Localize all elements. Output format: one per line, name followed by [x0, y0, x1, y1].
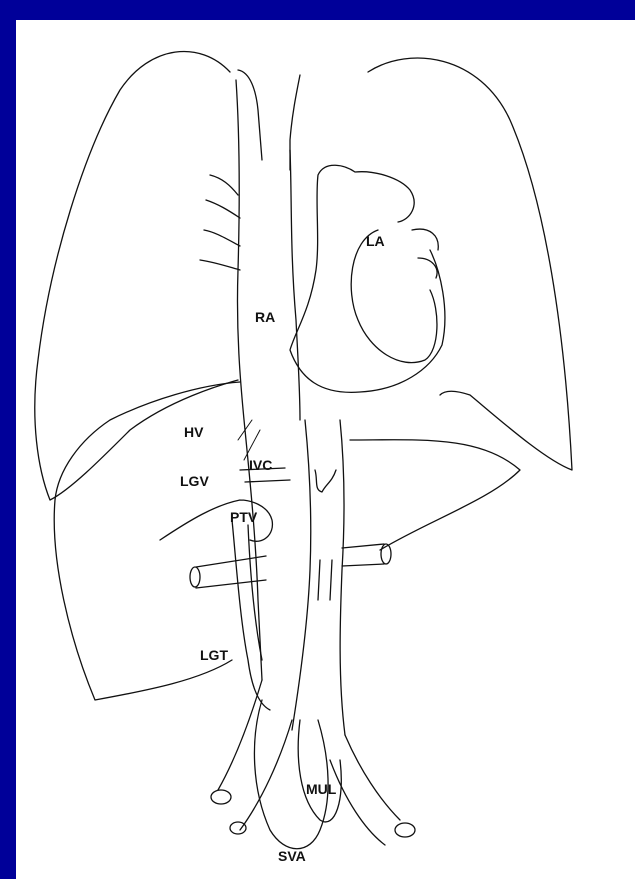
la-pulmonary-veins: [412, 229, 438, 278]
celiac-branch: [315, 470, 336, 492]
label-hv: HV: [184, 424, 204, 440]
label-lgt: LGT: [200, 647, 228, 663]
iliac-stump-mid: [230, 822, 246, 834]
la-inner-loop: [351, 230, 437, 363]
hepatic-vein: [238, 420, 260, 460]
anatomy-diagram: RA LA HV LGV IVC PTV LGT MUL SVA: [16, 20, 635, 879]
label-sva: SVA: [278, 848, 306, 864]
mesenteric-stub: [318, 560, 332, 600]
label-lgv: LGV: [180, 473, 209, 489]
aortic-arch: [290, 165, 445, 392]
label-ptv: PTV: [230, 509, 258, 525]
right-renal-stump: [190, 567, 200, 587]
ra-caval-inner: [290, 150, 300, 420]
right-bronchus: [200, 175, 240, 270]
liver-right-edge: [350, 440, 520, 550]
diagram-panel: RA LA HV LGV IVC PTV LGT MUL SVA: [16, 20, 635, 879]
left-lung-outline: [368, 58, 572, 470]
label-ra: RA: [255, 309, 275, 325]
iliac-stump-right: [211, 790, 231, 804]
right-lung-outline: [35, 51, 238, 500]
iliac-stump-left: [395, 823, 415, 837]
renal-arteries: [196, 544, 384, 588]
label-la: LA: [366, 233, 385, 249]
ra-caval-outline: [236, 80, 262, 680]
lgt-vessel: [232, 520, 270, 710]
label-mul: MUL: [306, 781, 337, 797]
label-ivc: IVC: [249, 457, 272, 473]
